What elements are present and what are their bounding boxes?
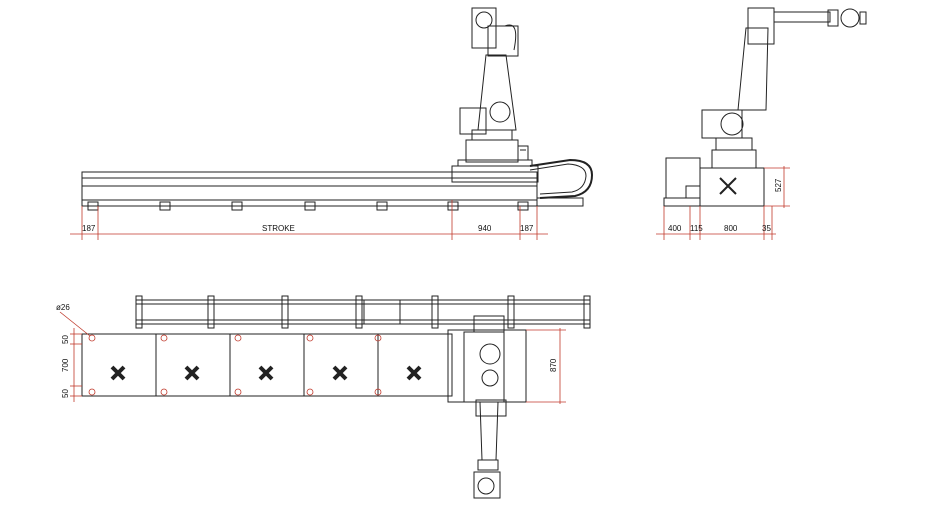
robot-base [465, 139, 519, 163]
robot-upper-arm [487, 25, 519, 57]
carriage [451, 165, 539, 183]
dim-height: 527 [774, 178, 783, 192]
base-plate [81, 333, 453, 397]
top-view: ø26 50 700 50 870 [56, 295, 591, 499]
plate-segments [155, 334, 379, 396]
end-base [699, 167, 765, 207]
end-view: 400 115 800 35 527 [656, 7, 867, 240]
dim-115: 115 [690, 224, 703, 233]
end-robot-arm [737, 27, 769, 111]
dim-width: 870 [549, 358, 558, 372]
dim-robot-zone: 940 [478, 224, 492, 233]
dim-left-end: 187 [82, 224, 96, 233]
dim-35: 35 [762, 224, 771, 233]
robot-lower-arm [477, 54, 517, 131]
end-base-cross [719, 177, 737, 195]
rail-body [81, 171, 538, 207]
side-view: 187 STROKE 940 187 [70, 7, 594, 240]
mounting-holes [88, 334, 382, 396]
dim-50-top: 50 [61, 335, 70, 344]
frame-posts [135, 295, 591, 329]
dim-50-bottom: 50 [61, 389, 70, 398]
rail-feet [87, 201, 529, 211]
dim-400: 400 [668, 224, 682, 233]
dim-right-end: 187 [520, 224, 534, 233]
dim-700: 700 [61, 358, 70, 372]
top-robot-arm [479, 401, 499, 461]
dim-hole: ø26 [56, 303, 70, 312]
cable-chain [529, 158, 594, 199]
top-carriage [447, 329, 527, 403]
dim-stroke: STROKE [262, 224, 295, 233]
dim-800: 800 [724, 224, 738, 233]
plate-crosses [110, 365, 422, 381]
